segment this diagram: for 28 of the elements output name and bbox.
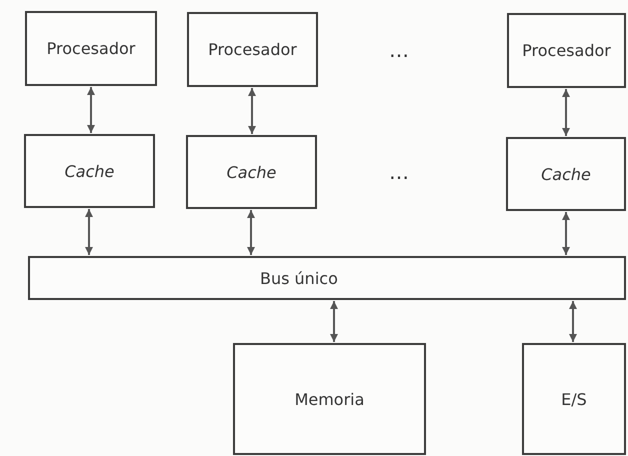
component-box	[186, 135, 317, 209]
component-box	[187, 12, 318, 87]
ellipsis-label: …	[389, 160, 411, 184]
box-label: E/S	[561, 390, 587, 408]
box-label: Procesador	[46, 39, 136, 58]
box-label: Cache	[64, 162, 114, 180]
box-label: Procesador	[208, 40, 297, 59]
double-arrow	[562, 89, 570, 136]
component-box	[507, 13, 626, 88]
box-label: Memoria	[294, 390, 364, 408]
component-box	[24, 134, 155, 208]
double-arrow	[247, 210, 255, 255]
box-label: Cache	[541, 164, 591, 184]
component-box	[233, 343, 426, 455]
double-arrow	[87, 87, 95, 133]
box-label: Bus único	[260, 268, 338, 288]
box-label: Procesador	[522, 41, 611, 60]
component-box	[25, 11, 157, 86]
component-box	[522, 343, 626, 455]
ellipsis-label: …	[389, 38, 411, 62]
double-arrow	[85, 209, 93, 255]
double-arrow	[569, 301, 577, 342]
component-box	[506, 137, 626, 211]
box-label: Cache	[226, 162, 276, 182]
double-arrow	[562, 212, 570, 255]
bus-bar	[28, 256, 626, 300]
double-arrow	[330, 301, 338, 342]
double-arrow	[248, 88, 256, 134]
